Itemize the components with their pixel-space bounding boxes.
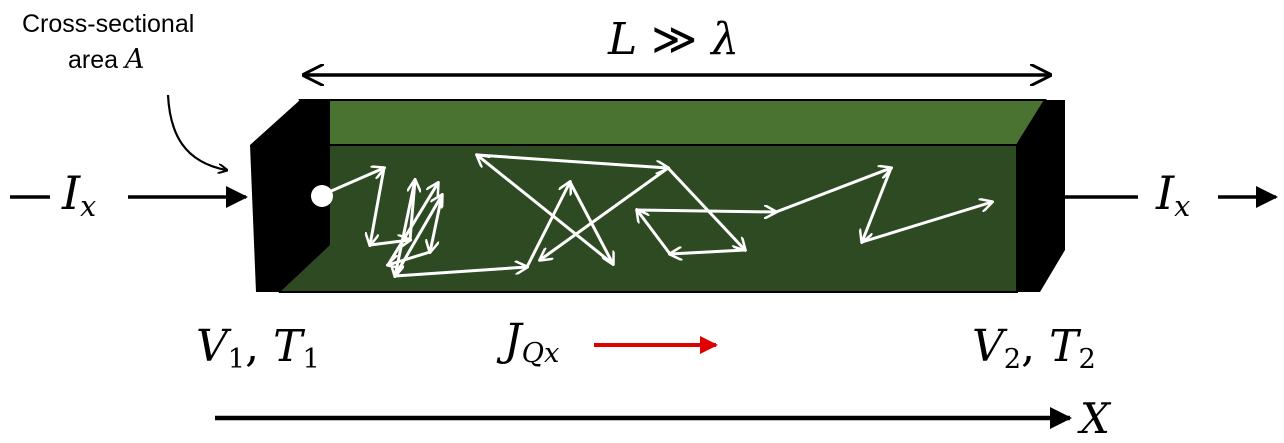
temperature-symbol: T: [1049, 321, 1079, 372]
heat-flux-subscript-x: x: [544, 337, 560, 369]
left-end-cap: [250, 100, 330, 292]
temperature-subscript: 2: [1078, 343, 1096, 375]
mean-free-path-symbol: λ: [711, 14, 740, 65]
bar-top-face: [298, 99, 1047, 146]
voltage-symbol: V: [972, 321, 1004, 372]
current-out-label: Ix: [1156, 165, 1190, 235]
current-symbol: I: [62, 166, 81, 220]
length-label: L ≫ λ: [608, 14, 739, 66]
current-in-label: Ix: [62, 165, 96, 235]
heat-flux-subscript-q: Q: [521, 337, 544, 369]
x-axis-label: X: [1080, 394, 1110, 443]
much-greater-symbol: ≫: [651, 14, 698, 65]
temperature-subscript: 1: [302, 343, 320, 375]
current-symbol: I: [1156, 166, 1175, 220]
separator: ,: [245, 321, 260, 372]
area-pointer-arrow: [166, 94, 226, 170]
heat-flux-symbol: J: [504, 315, 522, 366]
right-end-label: V2, T2: [972, 320, 1096, 387]
length-symbol: L: [608, 14, 638, 65]
voltage-subscript: 1: [227, 343, 246, 375]
separator: ,: [1021, 321, 1036, 372]
heat-flux-label: JQx: [504, 314, 559, 381]
voltage-symbol: V: [196, 321, 228, 372]
area-label-line1: Cross-sectional: [22, 10, 195, 38]
area-label-word: area: [68, 46, 119, 74]
area-label-line2: area A: [68, 44, 145, 76]
particle-dot: [311, 185, 333, 207]
current-subscript: x: [1174, 190, 1191, 224]
left-end-label: V1, T1: [196, 320, 320, 387]
voltage-subscript: 2: [1003, 343, 1022, 375]
right-end-cap: [1017, 100, 1065, 292]
current-subscript: x: [80, 190, 97, 224]
temperature-symbol: T: [273, 321, 303, 372]
conductor-diagram: [10, 0, 1278, 429]
electron-trajectory: [321, 155, 992, 276]
diagram-canvas: Cross-sectional area A L ≫ λ Ix Ix V1, T…: [10, 0, 1278, 442]
area-symbol: A: [125, 44, 145, 75]
